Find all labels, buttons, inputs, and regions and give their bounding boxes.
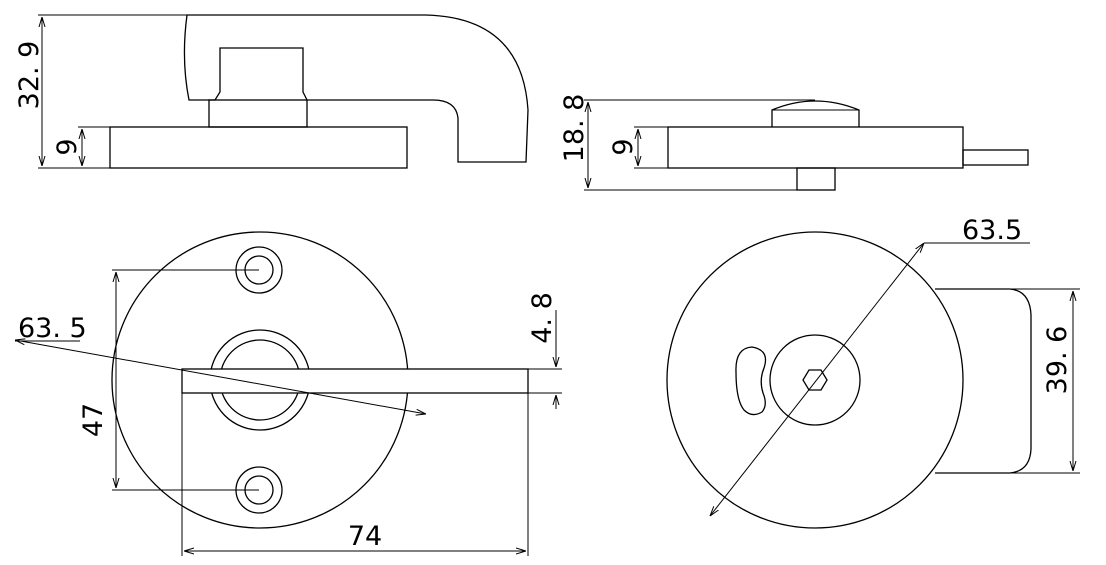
spindle-neck bbox=[208, 99, 308, 128]
lever-handle-outline bbox=[183, 14, 529, 163]
diameter-label: 63.5 bbox=[962, 215, 1022, 246]
spindle-stub bbox=[796, 167, 836, 191]
rose-thickness-label: 9 bbox=[52, 138, 83, 155]
diameter-leader-line bbox=[15, 340, 426, 414]
diameter-label: 63. 5 bbox=[18, 313, 87, 344]
side-view-indicator: 18. 8 9 bbox=[559, 94, 1029, 191]
lever-length-label: 74 bbox=[348, 521, 382, 552]
rose-thickness-label: 9 bbox=[608, 138, 639, 155]
tab-height-label: 39. 6 bbox=[1042, 326, 1073, 395]
side-view-lever: 32. 9 9 bbox=[14, 14, 529, 169]
indicator-bar bbox=[962, 149, 1029, 166]
lever-width-label: 4. 8 bbox=[527, 292, 558, 344]
diameter-leader-line bbox=[710, 243, 924, 516]
front-view-indicator: 63.5 39. 6 bbox=[666, 215, 1080, 529]
lever-bar-front bbox=[181, 368, 529, 394]
height-label: 18. 8 bbox=[559, 94, 590, 163]
front-view-lever: 63. 5 47 74 4. 8 bbox=[15, 231, 562, 556]
rose-plate-side bbox=[109, 126, 408, 169]
height-label: 32. 9 bbox=[14, 41, 45, 110]
thumbturn-dome bbox=[771, 100, 860, 127]
rose-plate-side bbox=[667, 126, 964, 169]
screw-spacing-label: 47 bbox=[78, 403, 109, 437]
rose-circle bbox=[666, 231, 964, 529]
indicator-tab bbox=[935, 288, 1032, 474]
